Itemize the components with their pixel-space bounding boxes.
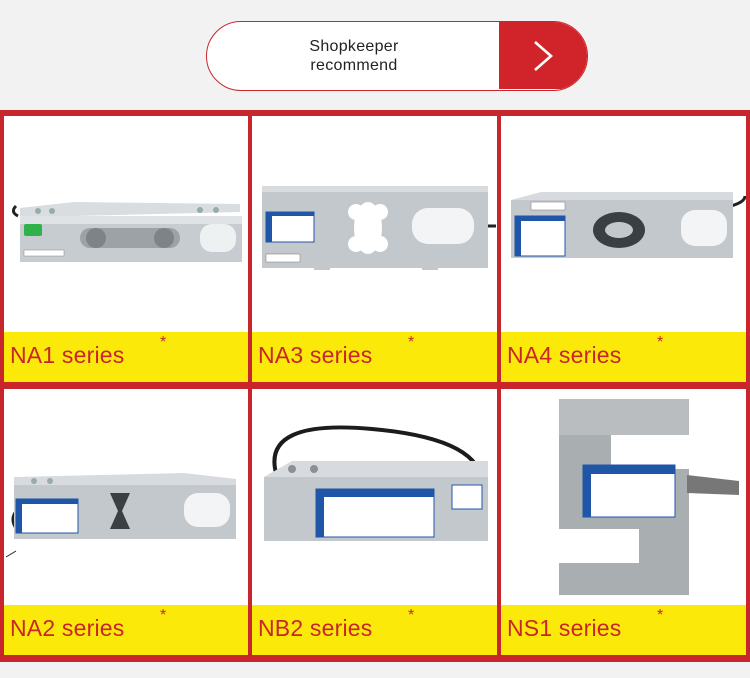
product-image-na1 xyxy=(11,202,242,262)
product-grid: NA1 series * NA3 series xyxy=(4,116,746,656)
star-mark: * xyxy=(408,334,415,351)
header: Shopkeeper recommend xyxy=(0,0,750,110)
product-name: NA2 series xyxy=(10,615,125,641)
label-bar: NS1 series * xyxy=(501,605,746,655)
product-card-na4[interactable]: NA4 series * xyxy=(501,116,746,382)
product-card-na1[interactable]: NA1 series * xyxy=(4,116,248,382)
label-bar: NA3 series * xyxy=(252,332,497,382)
star-mark: * xyxy=(657,607,664,624)
product-card-nb2[interactable]: NB2 series * xyxy=(252,389,497,655)
banner-text: Shopkeeper recommend xyxy=(207,22,501,89)
bottom-strip xyxy=(0,662,750,678)
product-image-nb2 xyxy=(264,425,488,541)
star-mark: * xyxy=(160,334,167,351)
star-mark: * xyxy=(657,334,664,351)
product-image-na2 xyxy=(5,473,236,558)
product-name: NA4 series xyxy=(507,342,622,368)
product-card-na3[interactable]: NA3 series * xyxy=(252,116,497,382)
label-bar: NB2 series * xyxy=(252,605,497,655)
product-name: NA3 series xyxy=(258,342,373,368)
label-bar: NA1 series * xyxy=(4,332,248,382)
label-bar: NA2 series * xyxy=(4,605,248,655)
product-name: NA1 series xyxy=(10,342,125,368)
product-card-na2[interactable]: NA2 series * xyxy=(4,389,248,655)
label-bar: NA4 series * xyxy=(501,332,746,382)
product-image-na3 xyxy=(262,186,496,270)
product-grid-frame: NA1 series * NA3 series xyxy=(0,110,750,662)
product-image-na4 xyxy=(511,192,746,258)
banner-line-1: Shopkeeper xyxy=(309,37,399,55)
star-mark: * xyxy=(408,607,415,624)
product-name: NB2 series xyxy=(258,615,373,641)
product-image-ns1 xyxy=(559,399,739,595)
star-mark: * xyxy=(160,607,167,624)
banner-line-2: recommend xyxy=(310,56,398,74)
shopkeeper-recommend-banner[interactable]: Shopkeeper recommend xyxy=(206,21,588,91)
next-button[interactable] xyxy=(499,22,587,89)
product-name: NS1 series xyxy=(507,615,622,641)
product-card-ns1[interactable]: NS1 series * xyxy=(501,389,746,655)
chevron-right-icon xyxy=(534,40,553,71)
